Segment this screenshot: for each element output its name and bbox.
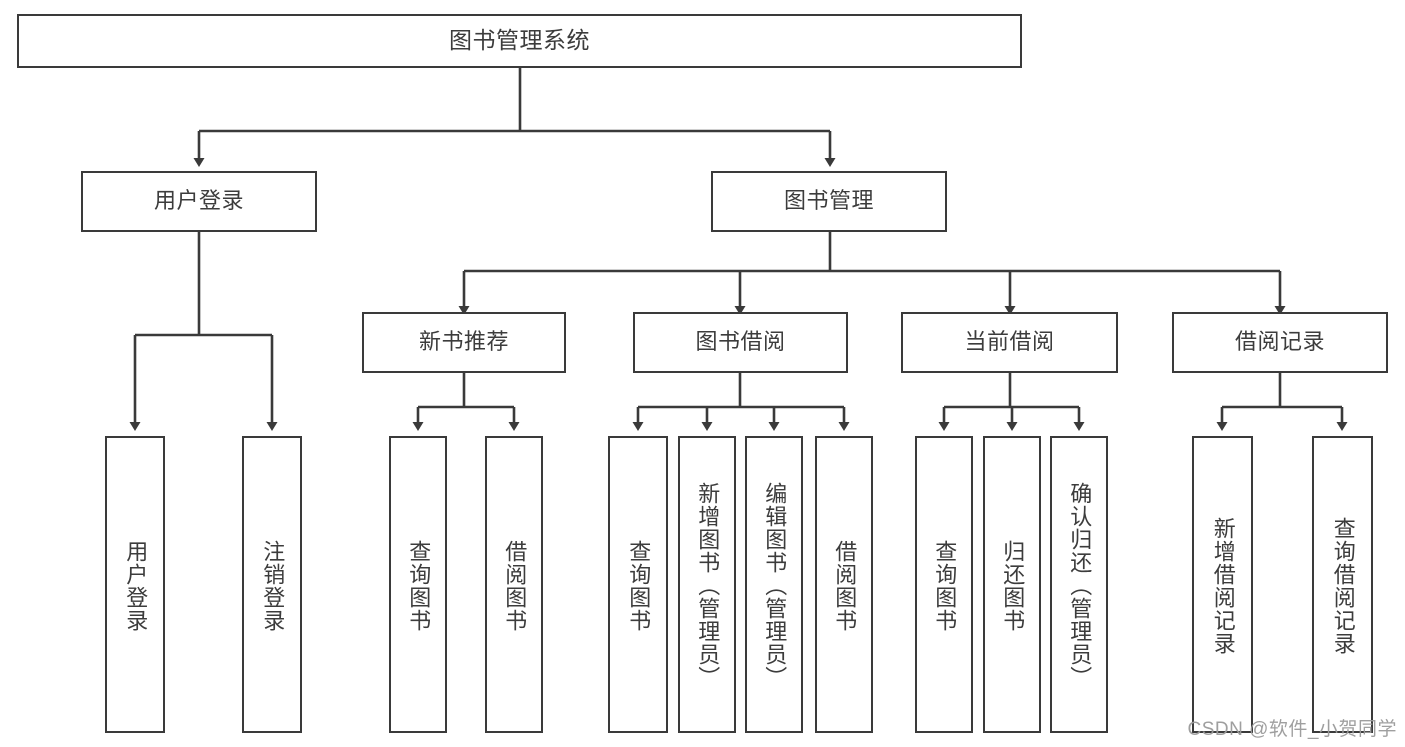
leaf-return-book[interactable]: 归还图书 bbox=[983, 436, 1041, 733]
node-label: 借阅图书 bbox=[832, 539, 858, 632]
leaf-logout-login[interactable]: 注销登录 bbox=[242, 436, 302, 733]
node-label: 查询图书 bbox=[932, 539, 958, 632]
leaf-borrow-book-recommend[interactable]: 借阅图书 bbox=[485, 436, 543, 733]
node-label: 借阅记录 bbox=[1234, 329, 1325, 355]
node-current-borrow[interactable]: 当前借阅 bbox=[901, 312, 1118, 373]
node-label: 借阅图书 bbox=[502, 539, 528, 632]
node-user-login[interactable]: 用户登录 bbox=[81, 171, 317, 232]
node-label: 新增借阅记录 bbox=[1210, 516, 1236, 655]
node-label: 新增图书（管理员） bbox=[695, 482, 721, 689]
node-label: 查询图书 bbox=[406, 539, 432, 632]
node-label: 图书借阅 bbox=[695, 329, 786, 355]
leaf-borrow-book[interactable]: 借阅图书 bbox=[815, 436, 873, 733]
leaf-confirm-return-admin[interactable]: 确认归还（管理员） bbox=[1050, 436, 1108, 733]
node-label: 查询图书 bbox=[626, 539, 652, 632]
leaf-query-book-current[interactable]: 查询图书 bbox=[915, 436, 973, 733]
node-label: 图书管理系统 bbox=[449, 27, 590, 54]
leaf-query-book-recommend[interactable]: 查询图书 bbox=[389, 436, 447, 733]
node-label: 确认归还（管理员） bbox=[1067, 482, 1093, 689]
leaf-add-borrow-record[interactable]: 新增借阅记录 bbox=[1192, 436, 1253, 733]
node-label: 归还图书 bbox=[1000, 539, 1026, 632]
node-label: 用户登录 bbox=[153, 188, 244, 214]
node-new-book-recommend[interactable]: 新书推荐 bbox=[362, 312, 566, 373]
node-label: 查询借阅记录 bbox=[1330, 516, 1356, 655]
leaf-add-book-admin[interactable]: 新增图书（管理员） bbox=[678, 436, 736, 733]
node-book-manage[interactable]: 图书管理 bbox=[711, 171, 947, 232]
node-label: 用户登录 bbox=[123, 539, 149, 632]
node-root-system[interactable]: 图书管理系统 bbox=[17, 14, 1022, 68]
node-label: 当前借阅 bbox=[964, 329, 1055, 355]
node-book-borrow[interactable]: 图书借阅 bbox=[633, 312, 848, 373]
leaf-query-book-borrow[interactable]: 查询图书 bbox=[608, 436, 668, 733]
csdn-watermark: CSDN @软件_小贺同学 bbox=[1187, 719, 1397, 740]
node-label: 图书管理 bbox=[783, 188, 874, 214]
node-borrow-record[interactable]: 借阅记录 bbox=[1172, 312, 1388, 373]
leaf-query-borrow-record[interactable]: 查询借阅记录 bbox=[1312, 436, 1373, 733]
leaf-user-login[interactable]: 用户登录 bbox=[105, 436, 165, 733]
node-label: 注销登录 bbox=[260, 539, 286, 632]
leaf-edit-book-admin[interactable]: 编辑图书（管理员） bbox=[745, 436, 803, 733]
node-label: 新书推荐 bbox=[418, 329, 509, 355]
node-label: 编辑图书（管理员） bbox=[762, 482, 788, 689]
